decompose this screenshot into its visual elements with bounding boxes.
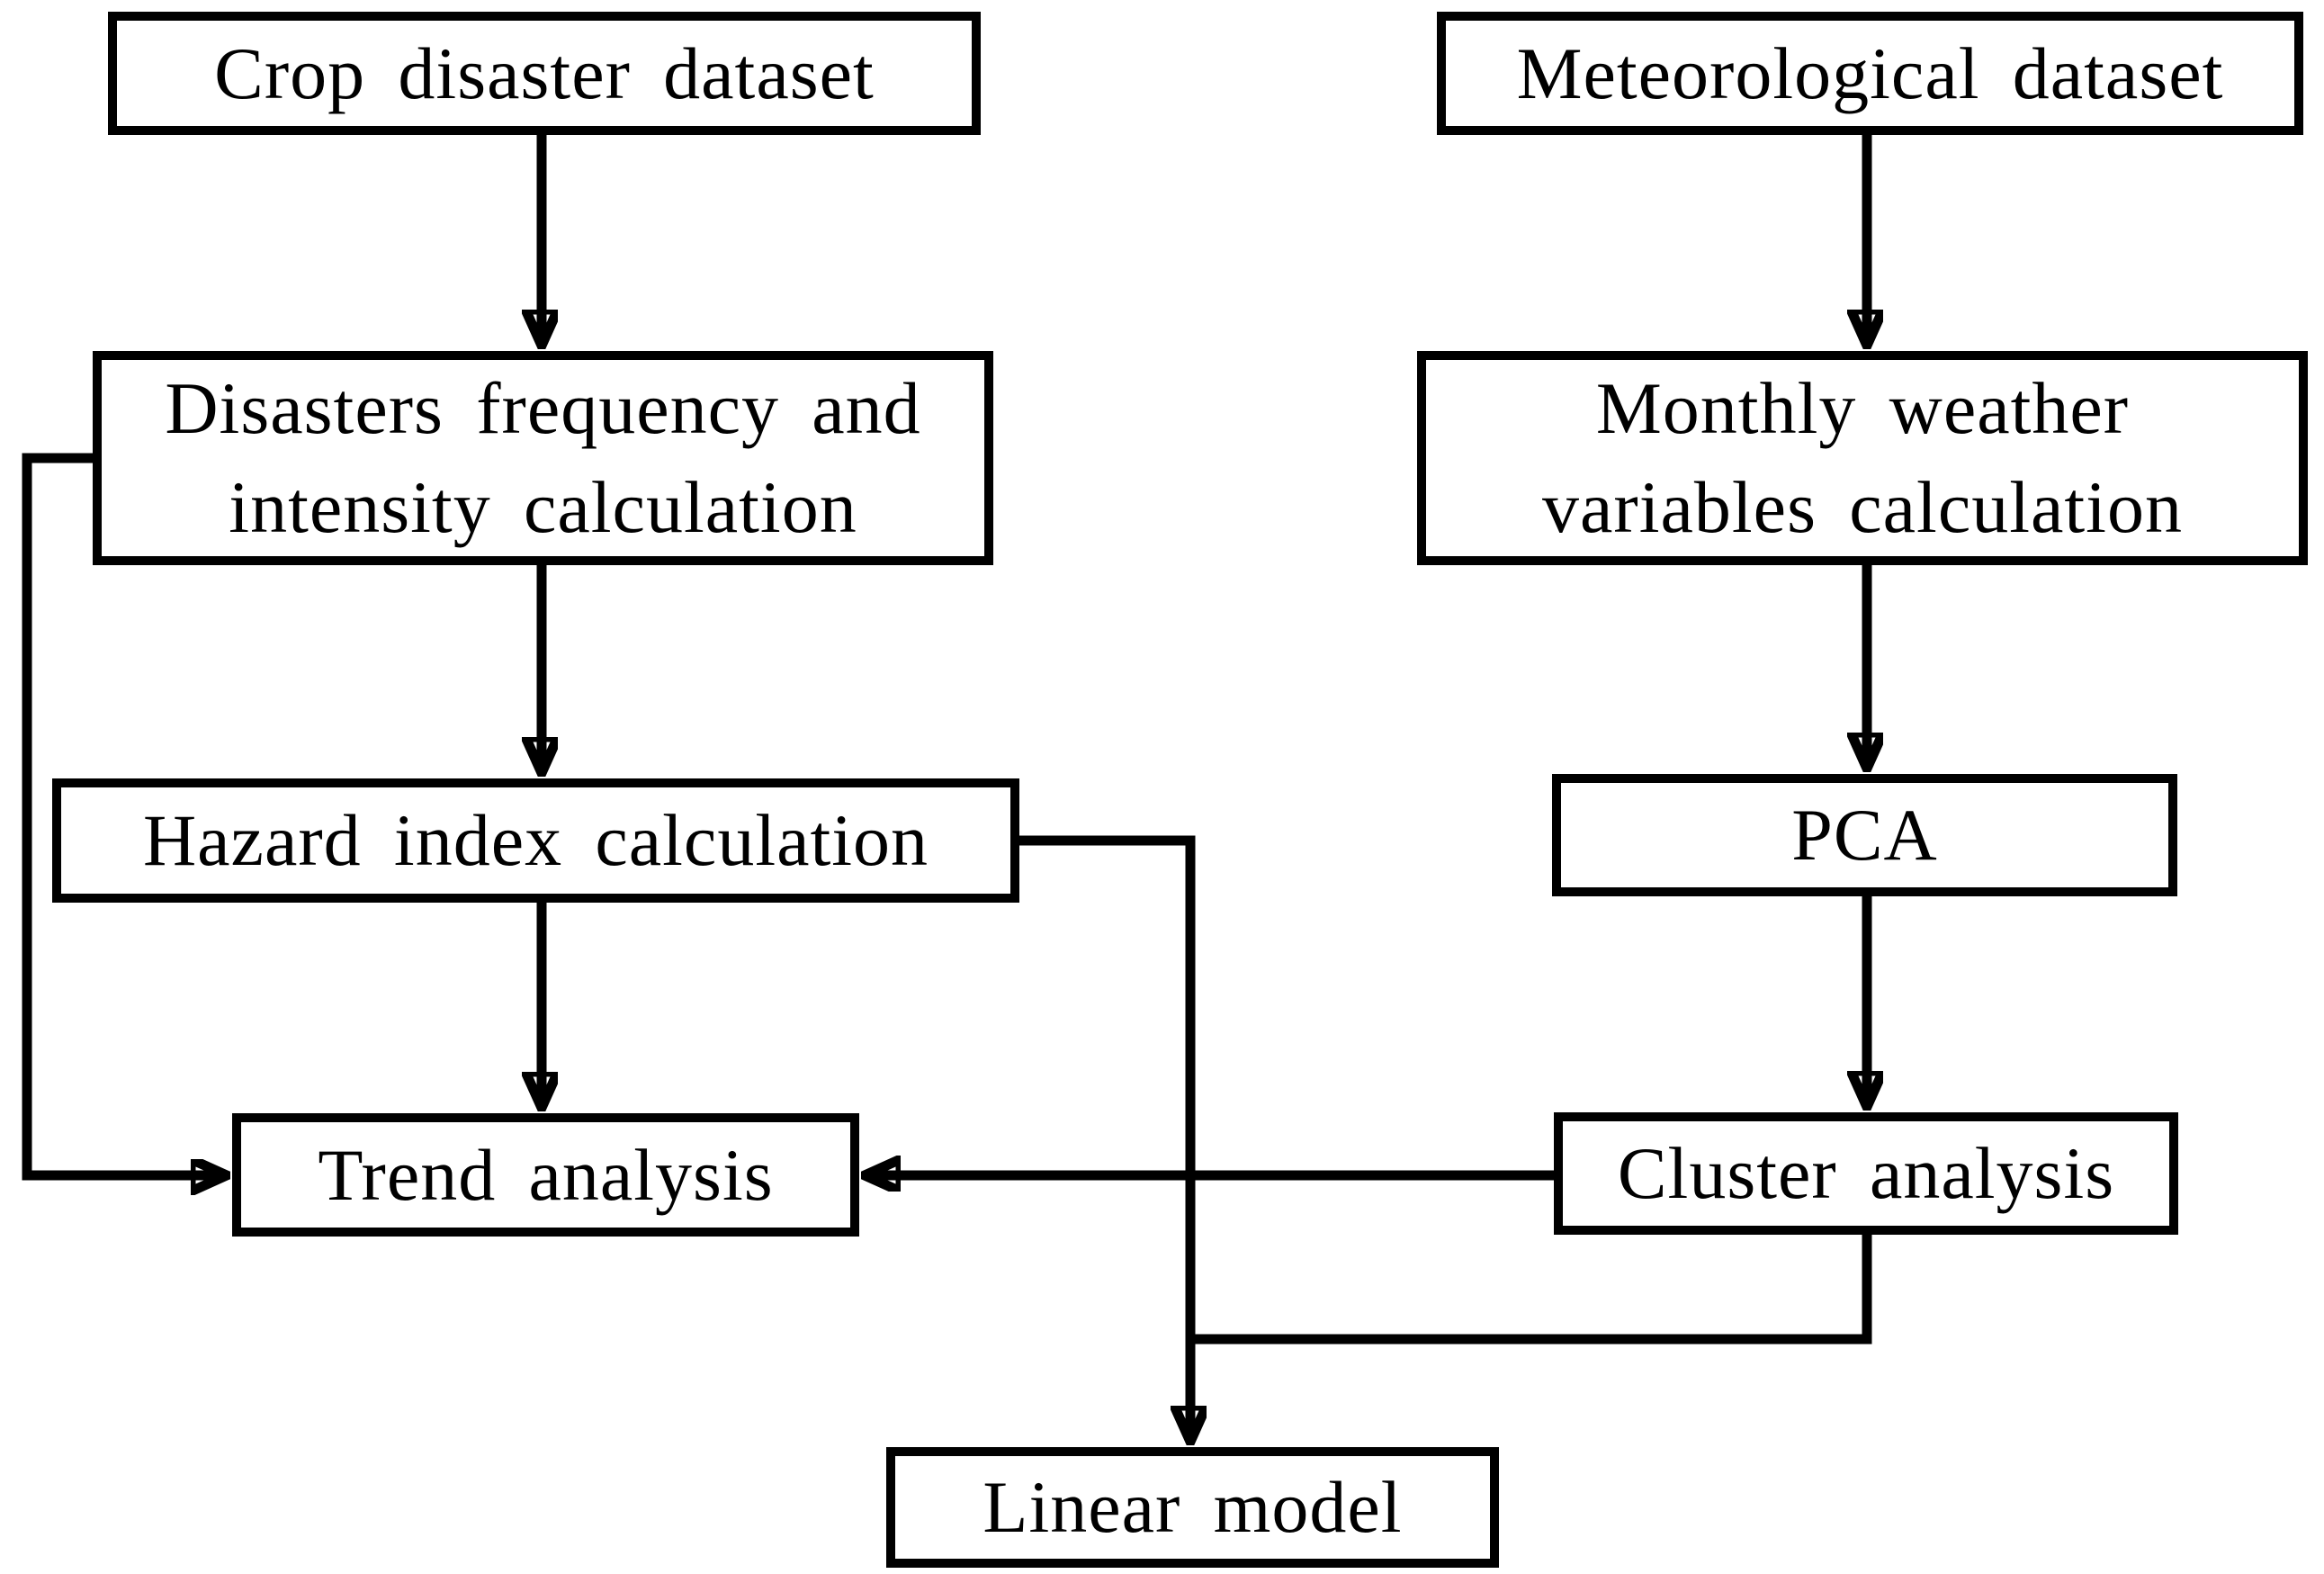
node-hazard-index-calculation: Hazard index calculation (52, 778, 1019, 903)
node-label: Trend analysis (318, 1133, 774, 1216)
node-pca: PCA (1552, 774, 2177, 896)
node-disasters-frequency-intensity: Disasters frequency and intensity calcul… (93, 351, 993, 565)
node-label: PCA (1791, 794, 1938, 876)
node-label: Crop disaster dataset (214, 31, 875, 114)
node-trend-analysis: Trend analysis (232, 1113, 859, 1237)
node-linear-model: Linear model (886, 1447, 1499, 1568)
node-meteorological-dataset: Meteorological dataset (1437, 12, 2303, 135)
node-label-line: variables calculation (1542, 466, 2183, 548)
edge-cluster-to-linear-model (1190, 1235, 1872, 1345)
node-label-line: Disasters frequency and (165, 367, 921, 449)
node-label: Linear model (983, 1466, 1403, 1548)
node-monthly-weather-variables: Monthly weather variables calculation (1417, 351, 2308, 565)
node-label-line: Monthly weather (1595, 367, 2130, 449)
node-label: Hazard index calculation (142, 799, 929, 881)
edge-hazard-to-linear-model (1019, 835, 1190, 1442)
node-label: Cluster analysis (1617, 1132, 2115, 1214)
edge-frequency-to-trend (22, 453, 227, 1175)
node-label-line: intensity calculation (229, 466, 857, 548)
node-crop-disaster-dataset: Crop disaster dataset (108, 12, 981, 135)
node-label: Meteorological dataset (1516, 31, 2224, 114)
node-cluster-analysis: Cluster analysis (1554, 1112, 2178, 1235)
